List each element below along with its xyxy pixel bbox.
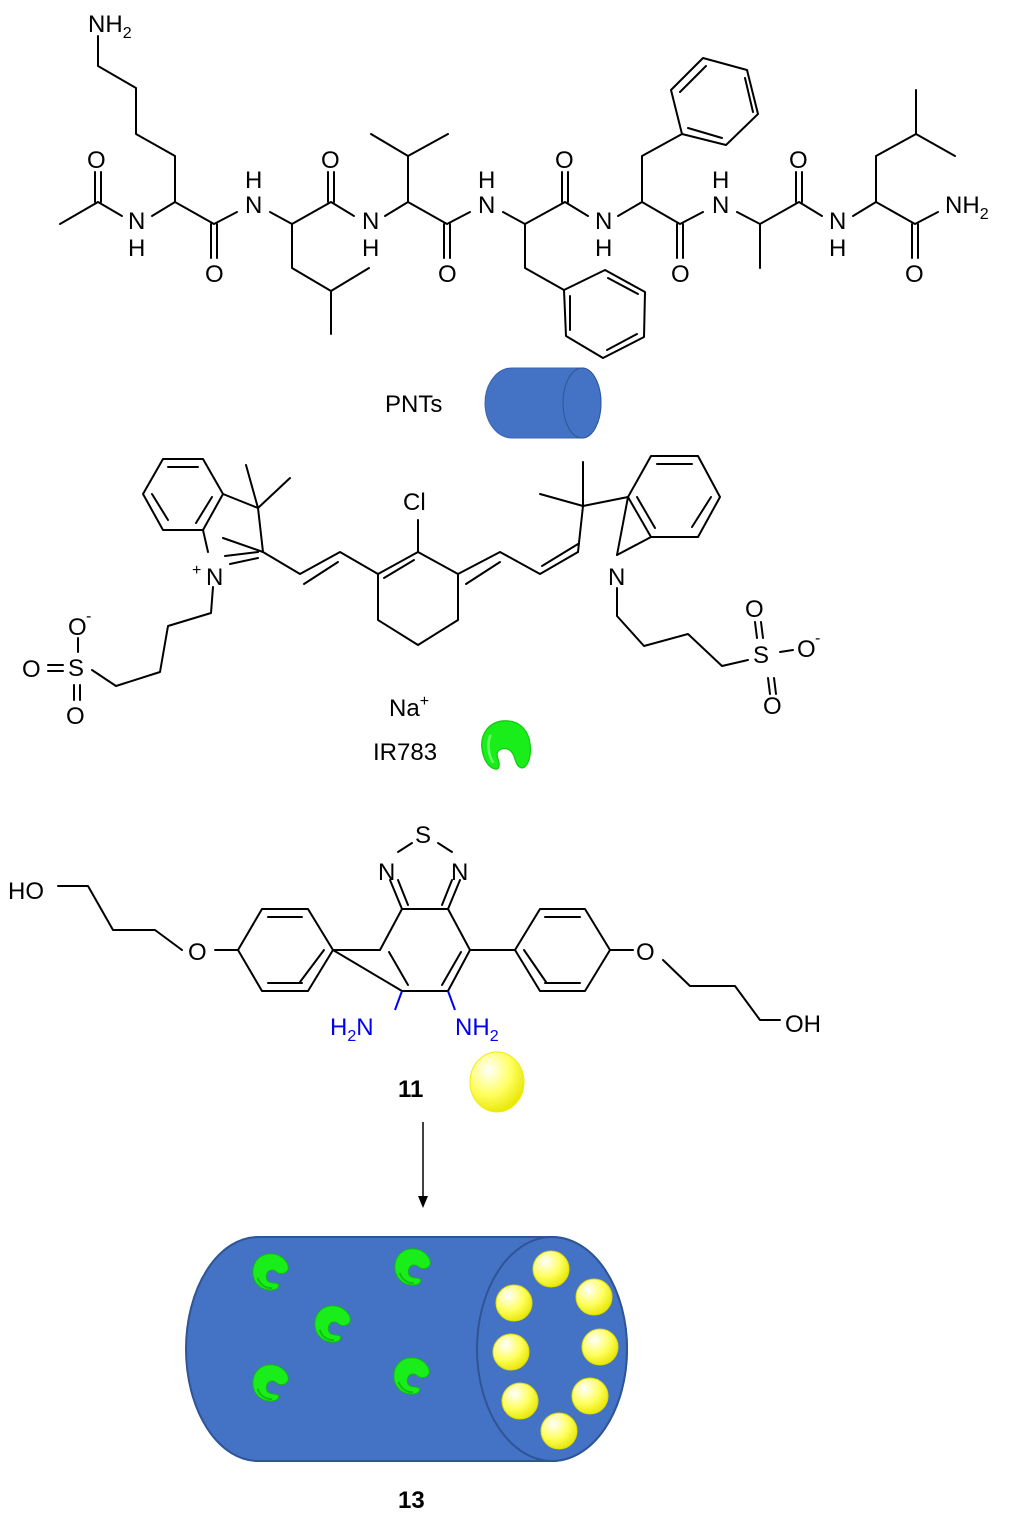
atom-n: N <box>378 859 395 886</box>
atom-nh2-end: NH2 <box>945 192 989 223</box>
product-nanotube <box>185 1236 628 1462</box>
ir783-label: IR783 <box>373 739 437 766</box>
ir783-atom-labels: Cl N + N O - S O O O S O - O <box>22 489 820 730</box>
atom-h2n: H2N <box>330 1014 374 1045</box>
atom-ho: HO <box>8 878 44 905</box>
compound-13-label: 13 <box>398 1487 425 1514</box>
atom-n: N <box>451 859 468 886</box>
atom-n: N <box>829 208 846 235</box>
atom-h: H <box>245 167 262 194</box>
peptide-atom-labels: NH2 O N H O H N O N H O H N O N H O H N … <box>87 11 989 288</box>
sphere-icon <box>501 1382 539 1420</box>
amine-bonds <box>394 990 456 1011</box>
nanotube-icon <box>484 367 602 439</box>
atom-o: O <box>87 147 106 174</box>
atom-h: H <box>712 167 729 194</box>
atom-nh2-top: NH2 <box>88 11 132 42</box>
atom-n-plus: N <box>206 564 223 591</box>
atom-o: O <box>438 261 457 288</box>
sphere-icon <box>571 1377 609 1415</box>
atom-cl: Cl <box>403 489 426 516</box>
atom-h: H <box>478 167 495 194</box>
atom-s: S <box>68 655 84 682</box>
sphere-icon <box>532 1250 570 1288</box>
atom-o: O <box>763 693 782 720</box>
atom-o: O <box>188 939 207 966</box>
atom-o: O <box>905 261 924 288</box>
atom-n: N <box>712 192 729 219</box>
counterion-label: Na+ <box>389 693 429 722</box>
atom-o: O <box>205 261 224 288</box>
compound-11-structure <box>57 842 781 1021</box>
atom-nh2: NH2 <box>455 1014 499 1045</box>
atom-h: H <box>128 235 145 262</box>
atom-o-minus: O <box>68 614 87 641</box>
dye-icon <box>480 719 532 771</box>
sphere-icon <box>540 1412 578 1450</box>
atom-h: H <box>829 235 846 262</box>
compound-11-atom-labels: HO O S N N O OH H2N NH2 <box>8 822 821 1045</box>
atom-o: O <box>66 703 85 730</box>
atom-o: O <box>555 147 574 174</box>
atom-o: O <box>321 147 340 174</box>
o-charge: - <box>86 608 91 625</box>
atom-o: O <box>636 939 655 966</box>
sphere-icon <box>495 1284 533 1322</box>
sphere-icon <box>581 1328 619 1366</box>
pnts-label: PNTs <box>385 391 442 418</box>
o-charge: - <box>815 630 820 647</box>
atom-o: O <box>671 261 690 288</box>
atom-n: N <box>595 208 612 235</box>
atom-n: N <box>608 564 625 591</box>
atom-s: S <box>415 822 431 849</box>
atom-n: N <box>128 208 145 235</box>
compound-11-label: 11 <box>398 1076 423 1103</box>
reaction-arrow <box>418 1122 428 1208</box>
sphere-icon <box>575 1278 613 1316</box>
sphere-icon <box>469 1051 525 1113</box>
atom-n: N <box>478 192 495 219</box>
atom-oh: OH <box>785 1011 821 1038</box>
n-charge: + <box>192 562 201 579</box>
sphere-ring <box>492 1250 619 1450</box>
atom-n: N <box>362 208 379 235</box>
sphere-icon <box>492 1333 530 1371</box>
atom-h: H <box>595 235 612 262</box>
atom-o: O <box>22 656 41 683</box>
atom-o-minus: O <box>797 636 816 663</box>
atom-o: O <box>745 596 764 623</box>
atom-h: H <box>362 235 379 262</box>
ir783-structure <box>47 455 794 701</box>
atom-n: N <box>245 192 262 219</box>
atom-s: S <box>753 642 769 669</box>
atom-o: O <box>789 147 808 174</box>
peptide-structure <box>59 35 956 359</box>
